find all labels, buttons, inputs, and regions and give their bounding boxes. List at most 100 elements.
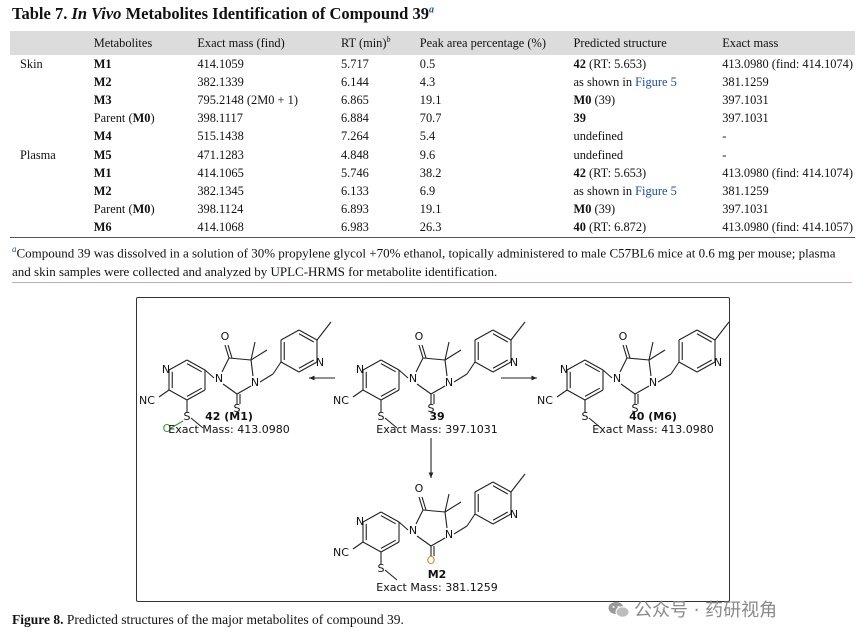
cell-metabolite: M5 (93, 147, 112, 162)
cell-predicted-structure: as shown in Figure 5 (573, 183, 677, 198)
bond-pyridine (584, 389, 604, 401)
bond-pyridine2 (678, 361, 698, 373)
bond-imid (250, 359, 254, 377)
cell-peak-area: 19.1 (419, 202, 442, 217)
cell-rt: 6.884 (340, 111, 369, 126)
cell-peak-area: 6.9 (419, 183, 436, 198)
bond-methyl (384, 569, 398, 581)
bond-pyridine2-double (696, 359, 713, 369)
cell-mass-find: 471.1283 (197, 147, 244, 162)
bond-pyridine (380, 359, 400, 371)
arrow-to-m1-head (309, 375, 315, 381)
cell-rt: 6.893 (340, 202, 369, 217)
bond-ch2 (657, 373, 672, 383)
bond-ch2 (259, 373, 274, 383)
figure-link[interactable]: Figure 5 (635, 74, 677, 89)
bond-imid (415, 509, 424, 525)
bond-pyridine2-double (492, 359, 509, 369)
cell-predicted-structure: undefined (573, 147, 624, 162)
bond-pyridine (186, 359, 206, 371)
cell-group (10, 91, 92, 109)
label-m2-id: M2 (428, 568, 447, 581)
cell-rt: 6.865 (340, 92, 369, 107)
atom-s: S (378, 410, 385, 423)
cell-peak-area: 0.5 (419, 56, 436, 71)
cell-exact-mass: - (722, 129, 727, 144)
cell-metabolite: M1 (93, 56, 112, 71)
bond-pyridine2 (492, 481, 512, 493)
bond-methyl (250, 349, 268, 361)
bond-methyl (648, 341, 654, 361)
bond-imid (648, 359, 652, 377)
atom-n-pyr: N (510, 508, 518, 521)
bond-pyridine (380, 511, 400, 523)
bond-imid (444, 511, 448, 529)
bond-pyridine2-double (696, 333, 713, 343)
bond-pyridine2 (298, 361, 318, 373)
atom-o-sulfoxide: O (163, 422, 172, 435)
cell-exact-mass: 413.0980 (find: 414.1057) (720, 218, 855, 238)
atom-nc: NC (333, 546, 349, 559)
figure-link[interactable]: Figure 5 (635, 183, 677, 198)
atom-n: N (162, 363, 170, 376)
label-m6-id: 40 (M6) (629, 410, 677, 423)
bond-pyridine-double (380, 387, 397, 397)
cell-predicted-structure: as shown in Figure 5 (573, 74, 677, 89)
bond-pyridine2 (474, 513, 494, 525)
bond-pyridine2 (696, 361, 716, 373)
cell-group (10, 73, 92, 91)
cell-peak-area: 4.3 (419, 74, 436, 89)
bond-pyridine2 (474, 329, 494, 341)
bond-pyridine-double (380, 363, 397, 373)
atom-n3: N (445, 376, 453, 389)
bond-imid (422, 509, 446, 513)
cell-exact-mass: - (722, 147, 727, 162)
bond-methyl (588, 417, 602, 429)
cell-predicted-structure: M0 (39) (573, 92, 616, 107)
atom-s: S (582, 410, 589, 423)
atom-s-thione: S (632, 402, 639, 415)
cell-group: Skin (20, 56, 43, 71)
cell-metabolite: M2 (93, 183, 112, 198)
bond-nitrile (352, 541, 364, 550)
bond-pyridine2-double (298, 333, 315, 343)
atom-n3: N (445, 528, 453, 541)
bond-so (170, 420, 184, 429)
cell-exact-mass: 397.1031 (722, 202, 769, 217)
header-peak-area: Peak area percentage (%) (419, 35, 546, 50)
bond-carbonyl (622, 344, 628, 359)
bond-aryl-n (204, 369, 215, 379)
bond-imid (620, 383, 636, 395)
cell-peak-area: 19.1 (419, 92, 442, 107)
atom-n: N (560, 363, 568, 376)
cell-mass-find: 382.1339 (197, 74, 244, 89)
cell-metabolite: M6 (91, 218, 196, 238)
bond-pyridine-double (380, 539, 397, 549)
bond-aryl-n (398, 369, 409, 379)
bond-pyridine (168, 359, 188, 371)
bond-methyl (444, 341, 450, 361)
table-footnote: aCompound 39 was dissolved in a solution… (12, 244, 836, 280)
bond-carbonyl (625, 344, 631, 359)
header-rt: RT (min)b (340, 34, 391, 51)
cell-exact-mass: 413.0980 (find: 414.1074) (722, 56, 853, 71)
bond-pyridine2 (280, 329, 300, 341)
atom-n1: N (409, 372, 417, 385)
bond-pyridine-double (584, 387, 601, 397)
metabolites-table: Metabolites Exact mass (find) RT (min)b … (10, 31, 855, 238)
bond-imid (228, 357, 252, 361)
bond-pyridine2 (474, 481, 494, 493)
cell-predicted-structure: 42 (RT: 5.653) (573, 56, 647, 71)
bond-pyridine2 (696, 329, 716, 341)
label-parent-mass: Exact Mass: 397.1031 (376, 423, 497, 436)
cell-predicted-structure: 40 (RT: 6.872) (571, 218, 721, 238)
cell-exact-mass: 397.1031 (722, 92, 769, 107)
atom-nc: NC (537, 394, 553, 407)
cell-group (10, 164, 92, 182)
